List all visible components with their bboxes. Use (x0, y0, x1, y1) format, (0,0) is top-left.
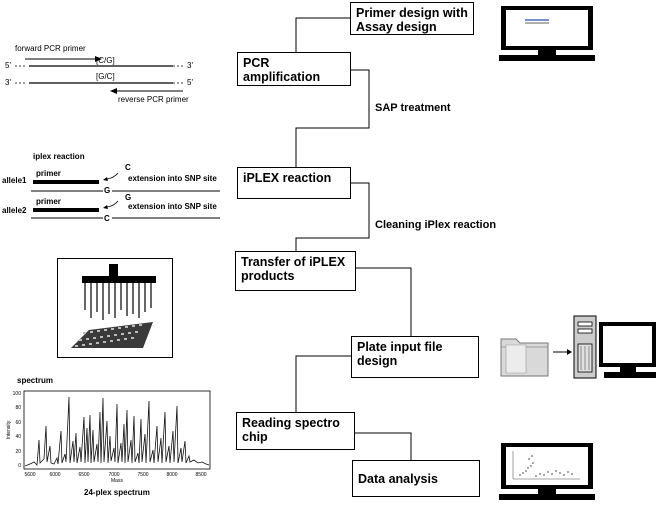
allele2-base: G (125, 193, 132, 202)
step-reading-chip-label: Reading spectro chip (242, 416, 340, 444)
strand2-five-prime: 5' (187, 78, 193, 87)
strand1-five-prime: 5' (5, 61, 11, 70)
spectrum-y-axis-label: Intensity (6, 420, 12, 439)
step-iplex-label: iPLEX reaction (243, 171, 332, 185)
snp-top-label: [C/G] (96, 56, 115, 65)
analysis-monitor-icon (499, 443, 595, 500)
allele1-template-base: G (104, 186, 111, 195)
spectrum-x-tick: 6500 (78, 472, 89, 478)
step-transfer-label: Transfer of iPLEX products (241, 255, 346, 283)
spectrum-y-tick: 100 (13, 391, 22, 397)
step-data-analysis-label: Data analysis (358, 472, 438, 486)
spectrum-y-tick: 0 (18, 463, 21, 469)
allele1-primer-label: primer (36, 169, 61, 178)
monitor-icon (499, 6, 595, 61)
step-pcr-amplification: PCR amplification (237, 52, 351, 86)
allele2-label: allele2 (2, 206, 27, 215)
step-reading-spectro-chip: Reading spectro chip (236, 412, 355, 450)
spectrum-x-tick: 8500 (195, 472, 206, 478)
strand2-three-prime: 3' (5, 78, 11, 87)
computer-tower-icon (573, 315, 656, 379)
allele2-primer-label: primer (36, 197, 61, 206)
spectrum-x-tick: 7500 (137, 472, 148, 478)
step-iplex-reaction: iPLEX reaction (237, 167, 351, 199)
spectrum-x-tick: 7000 (108, 472, 119, 478)
spectrum-x-tick: 5600 (24, 472, 35, 478)
spectrum-x-axis-label: Mass (111, 478, 123, 484)
step-pcr-label: PCR amplification (243, 56, 321, 84)
allele1-base: C (125, 163, 131, 172)
edge-label-sap-treatment: SAP treatment (375, 102, 451, 114)
allele2-extension-label: extension into SNP site (128, 202, 217, 211)
spectrum-y-tick: 80 (15, 405, 21, 411)
spectrum-y-tick: 60 (15, 420, 21, 426)
nanodispenser-chip-illustration (57, 258, 173, 358)
pcr-primer-diagram (15, 56, 185, 94)
spectrum-title: spectrum (17, 376, 54, 385)
spectrum-x-tick: 8000 (166, 472, 177, 478)
allele1-label: allele1 (2, 176, 27, 185)
spectrum-trace (24, 396, 210, 467)
step-plate-input-label: Plate input file design (357, 340, 443, 368)
spectrum-caption: 24-plex spectrum (84, 488, 150, 497)
forward-primer-label: forward PCR primer (15, 44, 86, 53)
step-data-analysis: Data analysis (352, 460, 480, 497)
step-primer-design-label: Primer design with Assay design (356, 6, 468, 34)
spectrum-y-tick: 40 (15, 434, 21, 440)
spectrum-plot: Intensity Mass 0 20 40 60 80 100 5600 60… (6, 390, 211, 484)
step-plate-input-file-design: Plate input file design (351, 336, 479, 378)
spectrum-x-tick: 6000 (49, 472, 60, 478)
iplex-reaction-diagram (31, 172, 220, 219)
allele1-extension-label: extension into SNP site (128, 174, 217, 183)
step-primer-design: Primer design with Assay design (350, 2, 474, 35)
edge-label-cleaning: Cleaning iPlex reaction (375, 219, 497, 231)
allele2-template-base: C (104, 214, 110, 223)
strand1-three-prime: 3' (187, 61, 193, 70)
reverse-primer-label: reverse PCR primer (118, 95, 189, 104)
snp-bottom-label: [G/C] (96, 72, 115, 81)
iplex-reaction-title: iplex reaction (33, 152, 85, 161)
step-transfer-iplex-products: Transfer of iPLEX products (235, 251, 356, 291)
spectrum-y-tick: 20 (15, 449, 21, 455)
folder-icon (500, 338, 549, 377)
